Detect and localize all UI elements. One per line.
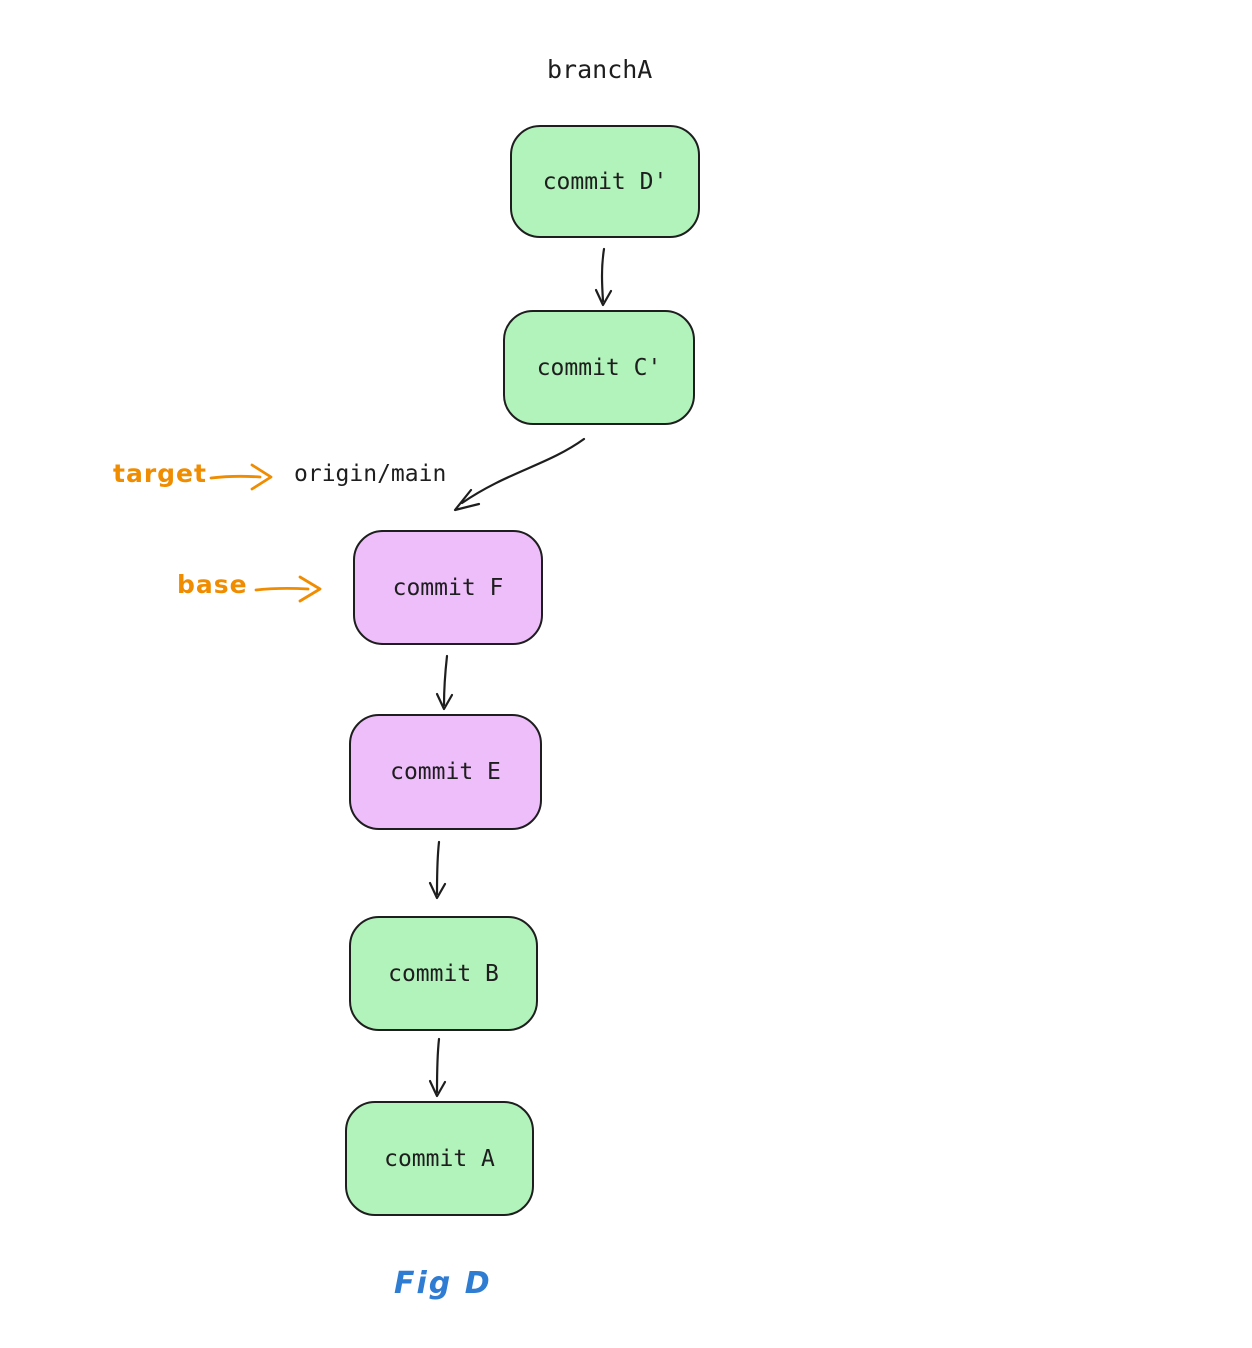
node-commit-c-prime-label: commit C'	[536, 354, 662, 381]
node-commit-b: commit B	[349, 916, 538, 1031]
node-commit-e: commit E	[349, 714, 542, 830]
node-commit-d-prime: commit D'	[510, 125, 700, 238]
node-commit-a-label: commit A	[384, 1145, 495, 1172]
node-commit-c-prime: commit C'	[503, 310, 695, 425]
arrow-commit-f-to-e	[435, 654, 454, 711]
branch-label: branchA	[547, 55, 653, 84]
arrow-commit-cprime-to-f	[453, 437, 586, 512]
target-pointer-arrow	[209, 463, 273, 491]
node-commit-f-label: commit F	[392, 574, 504, 601]
base-pointer-arrow	[254, 575, 322, 603]
node-commit-b-label: commit B	[388, 960, 499, 987]
figure-caption: Fig D	[394, 1266, 492, 1301]
origin-main-ref-label: origin/main	[294, 461, 447, 487]
arrow-commit-e-to-b	[428, 840, 447, 900]
arrow-commit-dprime-to-cprime	[594, 247, 613, 307]
base-annotation-label: base	[177, 570, 248, 599]
node-commit-e-label: commit E	[390, 759, 501, 785]
arrow-commit-b-to-a	[428, 1037, 447, 1098]
node-commit-a: commit A	[345, 1101, 534, 1216]
target-annotation-label: target	[113, 459, 207, 488]
node-commit-f: commit F	[353, 530, 543, 645]
node-commit-d-prime-label: commit D'	[542, 168, 668, 195]
